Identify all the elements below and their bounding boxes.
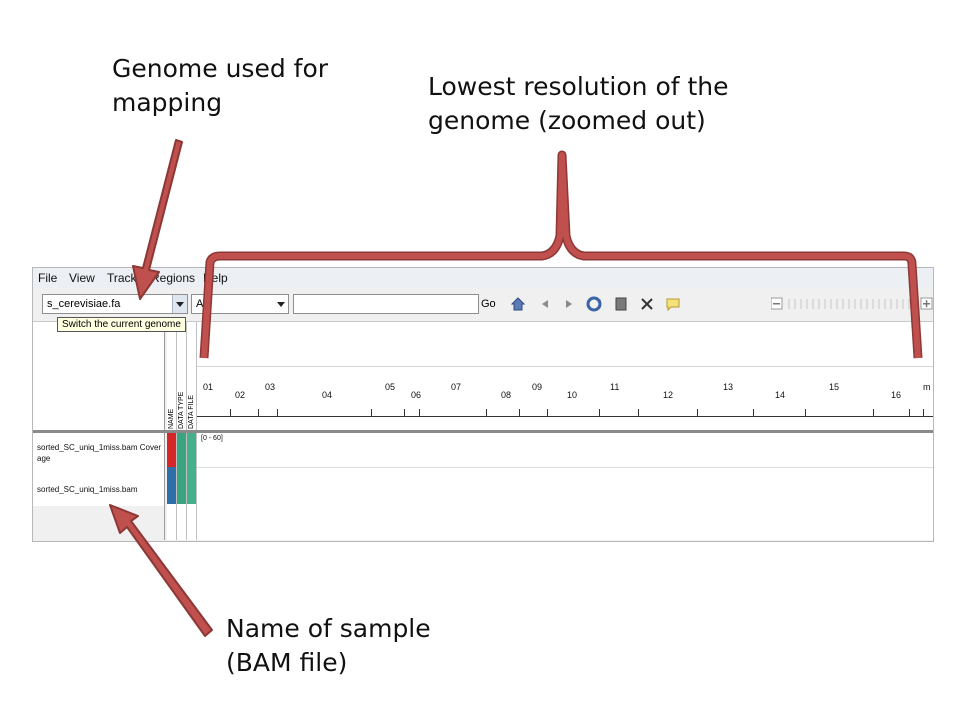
coverage-name-attr [167, 433, 176, 467]
refresh-icon[interactable] [586, 296, 602, 312]
chromosome-label[interactable]: 11 [610, 382, 620, 392]
menu-bar: File View Tracks Regions Help [33, 268, 933, 288]
track-separator [197, 467, 933, 468]
chromosome-label[interactable]: 12 [663, 390, 674, 400]
menu-help[interactable]: Help [203, 271, 228, 285]
ruler-tick [638, 409, 639, 416]
chevron-down-icon[interactable] [172, 295, 187, 313]
resize-icon[interactable] [639, 296, 655, 312]
chromosome-dropdown[interactable]: All [191, 294, 289, 314]
forward-arrow-icon[interactable] [561, 296, 577, 312]
region-of-interest-icon[interactable] [613, 296, 629, 312]
popup-text-icon[interactable] [665, 296, 681, 312]
chromosome-label[interactable]: 08 [501, 390, 512, 400]
alignment-name-attr [167, 467, 176, 504]
ruler-tick [873, 409, 874, 416]
attr-divider [164, 430, 197, 433]
ruler-tick [419, 409, 420, 416]
home-icon[interactable] [510, 296, 526, 312]
ruler-tick [599, 409, 600, 416]
ruler-tick [923, 409, 924, 416]
ruler-tick [697, 409, 698, 416]
attr-header-name[interactable]: NAME [168, 408, 175, 429]
ruler-top-line [197, 366, 933, 367]
attr-header-data-type[interactable]: DATA TYPE [178, 391, 185, 429]
data-file-attr [187, 433, 196, 504]
ruler-tick [486, 409, 487, 416]
genome-dropdown-value: s_cerevisiae.fa [47, 298, 121, 310]
chromosome-label[interactable]: m [923, 382, 931, 392]
ruler-tick [519, 409, 520, 416]
attr-header-data-file[interactable]: DATA FILE [188, 395, 195, 429]
ruler-tick [805, 409, 806, 416]
panel-filler [33, 506, 164, 540]
menu-regions[interactable]: Regions [151, 271, 196, 285]
panel-divider [33, 430, 164, 433]
chromosome-label[interactable]: 03 [265, 382, 276, 392]
zoom-slider[interactable] [771, 297, 933, 311]
data-panel: 01 02 03 04 05 06 07 08 09 10 11 12 13 1… [197, 322, 933, 540]
menu-tracks[interactable]: Tracks [107, 271, 143, 285]
locus-search-input[interactable] [293, 294, 479, 314]
back-arrow-icon[interactable] [537, 296, 553, 312]
menu-file[interactable]: File [38, 271, 58, 285]
chromosome-label[interactable]: 10 [567, 390, 578, 400]
panel-divider [197, 430, 933, 433]
chromosome-label[interactable]: 14 [775, 390, 786, 400]
ruler-tick [404, 409, 405, 416]
go-button[interactable]: Go [481, 298, 496, 310]
chromosome-label[interactable]: 15 [829, 382, 840, 392]
resolution-callout: Lowest resolution of the genome (zoomed … [428, 72, 729, 135]
chevron-down-icon[interactable] [274, 295, 288, 313]
chromosome-label[interactable]: 02 [235, 390, 246, 400]
ruler-tick [258, 409, 259, 416]
track-name-panel: sorted_SC_uniq_1miss.bam Coverage sorted… [33, 322, 165, 540]
coverage-track-name[interactable]: sorted_SC_uniq_1miss.bam Coverage [37, 443, 162, 463]
chromosome-label[interactable]: 16 [891, 390, 902, 400]
igv-window: File View Tracks Regions Help s_cerevisi… [32, 267, 934, 542]
ruler-tick [753, 409, 754, 416]
chromosome-dropdown-value: All [196, 298, 209, 310]
ruler-tick [277, 409, 278, 416]
ruler-tick [371, 409, 372, 416]
ruler-baseline [197, 416, 933, 417]
chromosome-label[interactable]: 05 [385, 382, 396, 392]
data-range-label: [0 - 60] [201, 435, 223, 442]
chromosome-label[interactable]: 07 [451, 382, 462, 392]
ruler-tick [230, 409, 231, 416]
chromosome-label[interactable]: 06 [411, 390, 422, 400]
chromosome-label[interactable]: 04 [322, 390, 333, 400]
chromosome-label[interactable]: 09 [532, 382, 543, 392]
chromosome-label[interactable]: 13 [723, 382, 734, 392]
data-type-attr [177, 433, 186, 504]
chromosome-label[interactable]: 01 [203, 382, 214, 392]
genome-dropdown[interactable]: s_cerevisiae.fa [42, 294, 188, 314]
ruler-tick [909, 409, 910, 416]
menu-view[interactable]: View [69, 271, 95, 285]
sample-callout: Name of sample (BAM file) [226, 614, 431, 677]
alignment-track-name[interactable]: sorted_SC_uniq_1miss.bam [37, 485, 138, 494]
genome-tooltip: Switch the current genome [57, 317, 186, 332]
ruler-tick [547, 409, 548, 416]
genome-callout: Genome used for mapping [112, 54, 329, 117]
